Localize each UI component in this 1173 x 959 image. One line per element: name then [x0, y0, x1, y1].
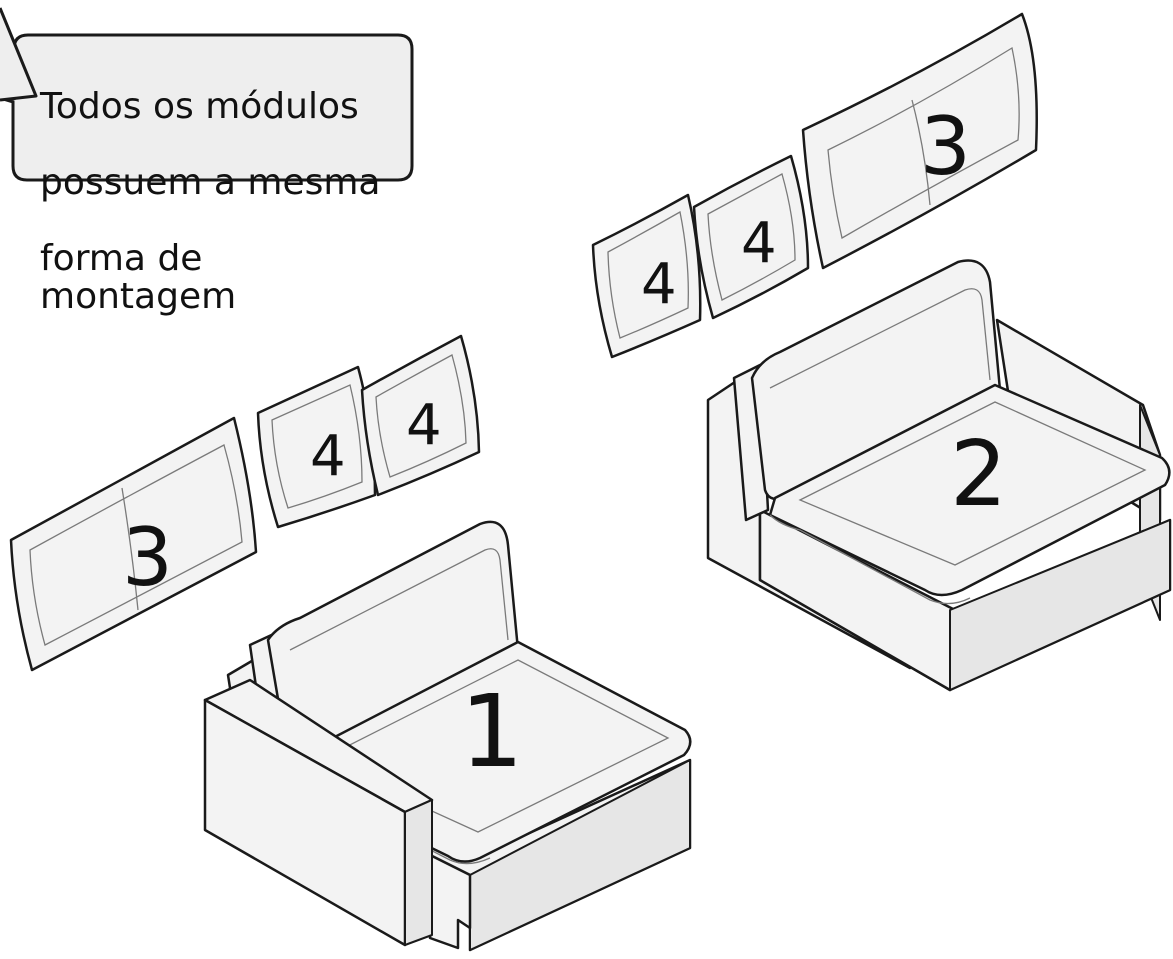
throw-pillow-4a-left-label: 4	[310, 424, 346, 489]
throw-pillow-4b-right-label: 4	[741, 211, 777, 276]
throw-pillow-4a-left: 4	[256, 365, 377, 529]
callout-text: Todos os módulos possuem a mesma forma d…	[40, 50, 410, 354]
throw-pillow-4b-left-label: 4	[406, 393, 442, 458]
back-cushion-3-left-label: 3	[122, 511, 173, 604]
callout-line-1: Todos os módulos	[40, 86, 359, 127]
sofa-module-1-label: 1	[460, 673, 524, 790]
throw-pillow-4a-right-label: 4	[641, 252, 677, 317]
callout-line-2: possuem a mesma	[40, 162, 381, 203]
sofa-module-2-label: 2	[950, 422, 1007, 527]
sofa-module-2: 2	[706, 259, 1172, 692]
throw-pillow-4b-right: 4	[692, 154, 810, 320]
back-cushion-3-left: 3	[9, 416, 258, 672]
throw-pillow-4b-left: 4	[360, 334, 481, 497]
back-cushion-3-right-label: 3	[920, 100, 971, 193]
callout-bubble	[0, 7, 414, 182]
sofa-module-1: 1	[203, 520, 692, 952]
callout-line-3: forma de montagem	[40, 238, 237, 317]
back-cushion-3-right: 3	[801, 12, 1038, 270]
throw-pillow-4a-right: 4	[591, 193, 702, 359]
